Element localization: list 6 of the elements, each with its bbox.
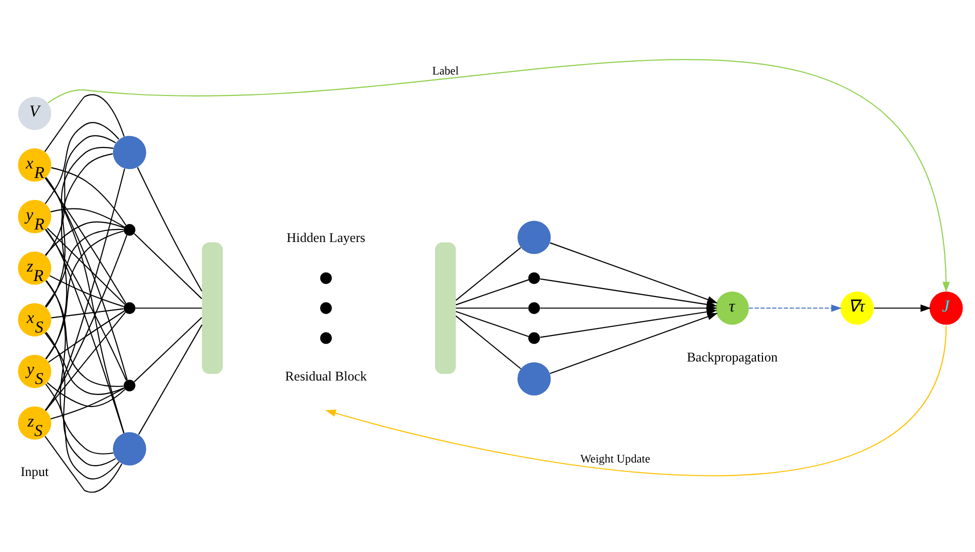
label: Hidden Layers xyxy=(286,230,366,246)
label: Backpropagation xyxy=(686,349,778,364)
label: Residual Block xyxy=(285,368,367,384)
label: Input xyxy=(20,464,49,480)
edge-label: Label xyxy=(432,64,459,78)
edge-label: Weight Update xyxy=(580,452,650,466)
